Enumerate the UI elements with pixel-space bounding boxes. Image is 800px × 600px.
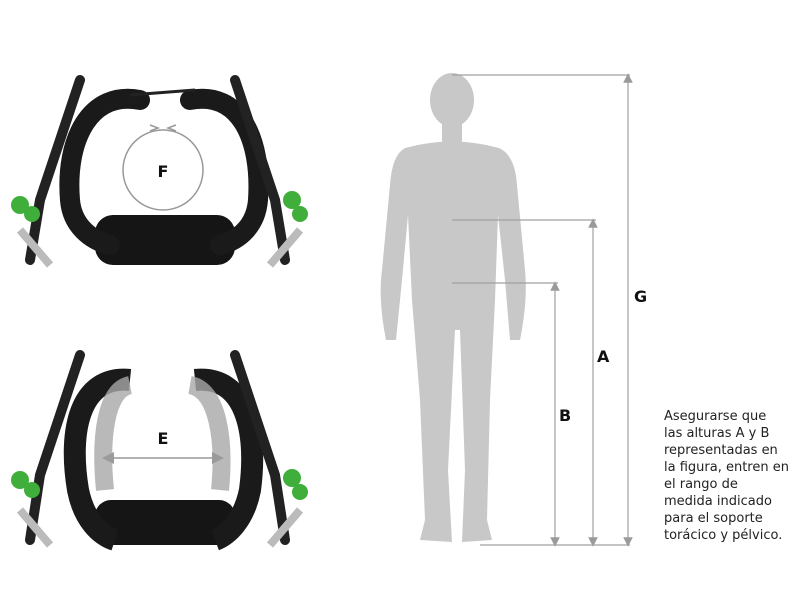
note-line: Asegurarse que	[664, 409, 767, 424]
label-b: B	[559, 406, 571, 425]
thoracic-support-image-bottom: E	[11, 350, 308, 551]
note-line: para el soporte	[664, 511, 763, 526]
label-a: A	[597, 347, 610, 366]
note-line: las alturas A y B	[664, 426, 770, 441]
note-line: medida indicado	[664, 494, 772, 509]
thoracic-support-image-top: F	[11, 75, 308, 268]
note-line: representadas en	[664, 443, 778, 458]
note-line: la figura, entren en	[664, 460, 789, 475]
label-e: E	[158, 429, 169, 448]
label-f: F	[158, 162, 169, 181]
note-line: el rango de	[664, 477, 738, 492]
human-silhouette	[380, 73, 526, 542]
label-g: G	[634, 287, 647, 306]
measurement-note: Asegurarse que las alturas A y B represe…	[664, 408, 800, 544]
circumference-indicator	[122, 129, 204, 211]
note-line: torácico y pélvico.	[664, 528, 783, 543]
dimension-lines	[452, 73, 633, 547]
